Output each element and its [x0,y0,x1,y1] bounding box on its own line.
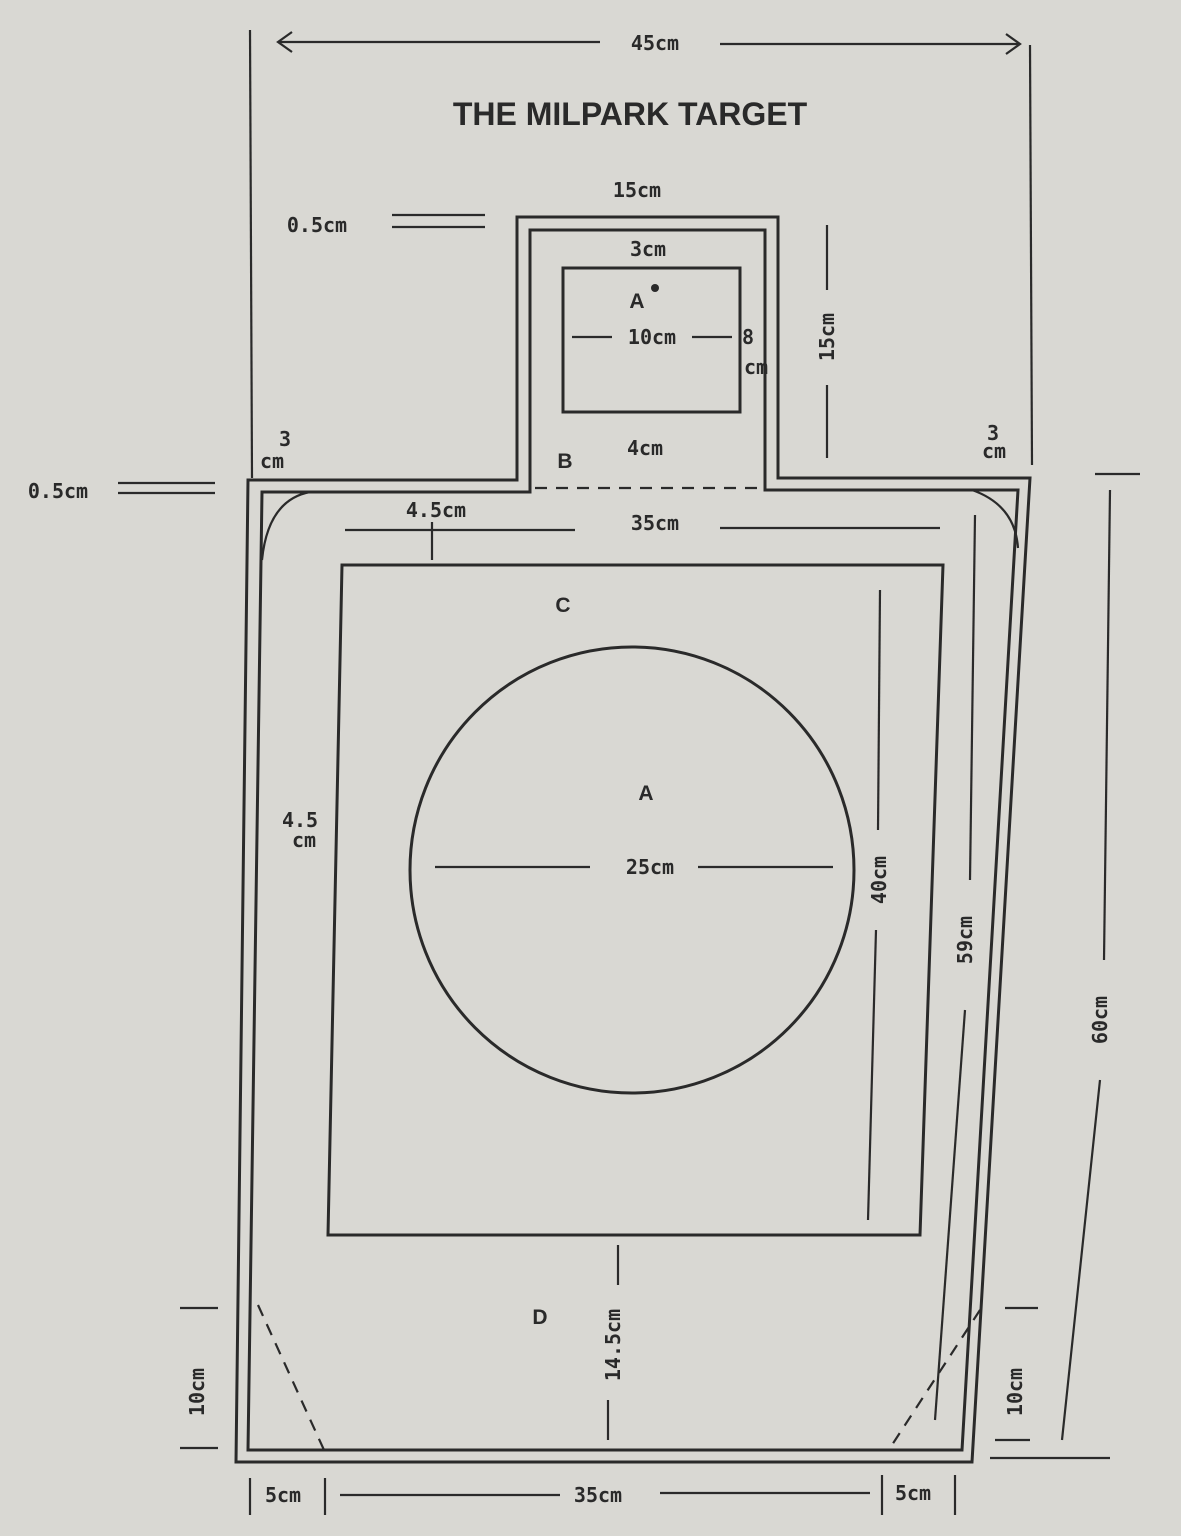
right-extension-line [1028,44,1034,466]
corner-curve-left [260,490,311,561]
head-dot-icon [651,284,659,292]
body-height-label: 60cm [1088,996,1112,1044]
zone-c-rectangle [326,563,945,1237]
corner-right-height-label: 10cm [1003,1368,1027,1416]
c-top-gap-label: 4.5cm [406,498,466,522]
zone-d-label: D [532,1306,547,1329]
arrowhead-icon [1005,33,1022,55]
head-zone-a-box [561,266,742,414]
line-thickness-top-label: 0.5cm [287,213,347,237]
shoulder-right-unit: cm [982,439,1006,463]
head-height-label: 15cm [815,313,839,361]
zone-b-label: B [557,450,572,473]
shoulder-right-num: 3 [987,421,999,445]
arrow [876,589,882,831]
zone-c-label: C [555,594,570,617]
corner-right-width-label: 5cm [895,1481,931,1505]
arrow [968,514,977,881]
head-top-gap-label: 3cm [630,237,666,261]
arrowhead-icon [276,31,293,53]
corner-dashed-right [889,1309,981,1449]
shoulder-left-unit: cm [260,449,284,473]
line-thickness-left-label: 0.5cm [28,479,88,503]
arrow [866,929,878,1221]
arrow [933,1009,967,1421]
arrow [1102,489,1112,961]
target-inner-outline [246,228,1020,1452]
corner-dashed-left [256,1304,326,1451]
c-height-label: 40cm [867,856,891,904]
corner-left-width-label: 5cm [265,1483,301,1507]
target-outer-outline [234,215,1032,1464]
head-bottom-gap-label: 4cm [627,436,663,460]
diagram-title: THE MILPARK TARGET [453,96,808,132]
c-side-gap-num: 4.5 [282,808,318,832]
zone-a-circle [408,645,856,1095]
circle-diameter-label: 25cm [626,855,674,879]
body-inner-height-label: 59cm [953,916,977,964]
head-box-width-label: 10cm [628,325,676,349]
c-width-label: 35cm [631,511,679,535]
overall-width-label: 45cm [631,31,679,55]
corner-curve-right [971,488,1020,549]
shoulder-left-num: 3 [279,427,291,451]
zone-a-body-label: A [638,782,653,805]
zone-a-head-label: A [629,290,644,313]
arrow [1060,1079,1102,1441]
corner-left-height-label: 10cm [185,1368,209,1416]
d-height-label: 14.5cm [601,1309,625,1381]
bottom-width-label: 35cm [574,1483,622,1507]
c-side-gap-unit: cm [292,828,316,852]
left-extension-line [248,29,254,479]
head-box-height-num: 8 [742,325,754,349]
head-box-height-unit: cm [744,355,768,379]
head-width-label: 15cm [613,178,661,202]
